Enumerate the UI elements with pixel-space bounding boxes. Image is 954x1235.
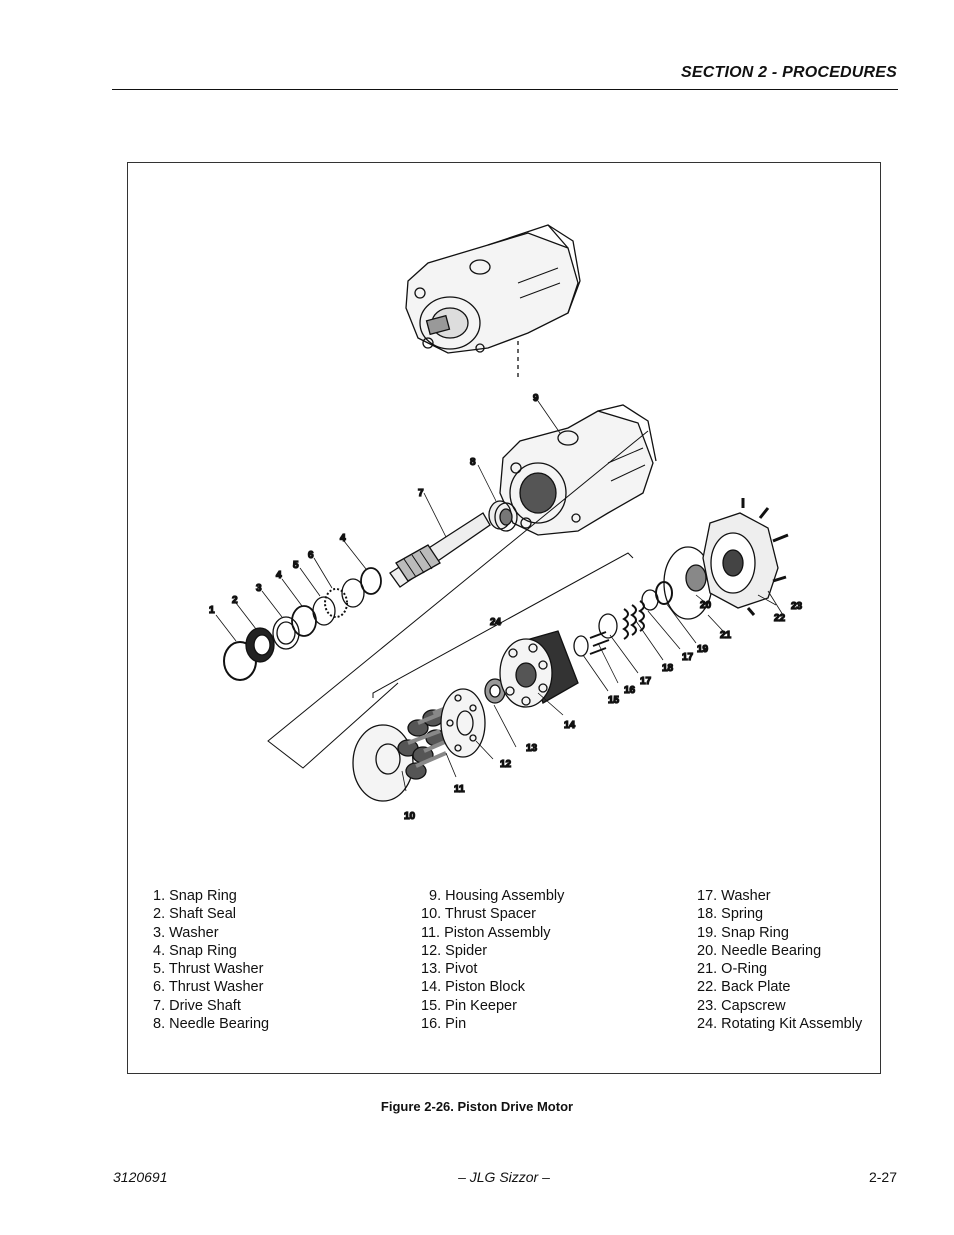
legend-item: 15. Pin Keeper: [421, 997, 517, 1014]
legend-item: 8. Needle Bearing: [153, 1016, 270, 1033]
legend-item: 20. Needle Bearing: [697, 942, 822, 959]
callout-5: 5: [293, 560, 299, 571]
parts-legend-column-1: 1. Snap Ring 2. Shaft Seal 3. Washer 4. …: [153, 887, 269, 1033]
callout-13: 13: [526, 743, 538, 754]
callout-17: 17: [640, 676, 652, 687]
back-plate-illustration: [702, 498, 789, 616]
assembled-motor-illustration: [405, 224, 581, 378]
legend-item: 4. Snap Ring: [153, 942, 237, 959]
rotating-kit-bracket: [372, 552, 634, 698]
legend-item: 13. Pivot: [421, 961, 478, 978]
callout-7: 7: [418, 488, 424, 499]
legend-item: 3. Washer: [153, 924, 219, 941]
callout-19: 19: [697, 644, 709, 655]
legend-item: 24. Rotating Kit Assembly: [697, 1016, 863, 1033]
needle-bearing-illustration: [488, 500, 518, 532]
callout-15: 15: [608, 695, 620, 706]
callout-17b: 17: [682, 652, 694, 663]
piston-block-illustration: [499, 630, 579, 708]
parts-legend-column-2: 9. Housing Assembly 10. Thrust Spacer 11…: [421, 887, 564, 1033]
footer-page-number: 2-27: [868, 1169, 897, 1185]
figure-caption: Figure 2-26. Piston Drive Motor: [380, 1099, 574, 1114]
seal-and-ring-set-illustration: [223, 567, 382, 681]
footer-doc-number: 3120691: [113, 1169, 168, 1185]
legend-item: 23. Capscrew: [697, 997, 786, 1014]
spider-illustration: [440, 688, 486, 758]
legend-item: 17. Washer: [697, 888, 771, 904]
legend-item: 16. Pin: [421, 1016, 467, 1033]
callout-21: 21: [720, 630, 732, 641]
thrust-spacer-illustration: [352, 724, 414, 802]
o-ring-illustration: [663, 546, 713, 620]
exploded-view-drawing: 1 2 3 4 5 6 4 7 8 9 24 10 11 12 13 14 15…: [208, 224, 803, 823]
legend-item: 19. Snap Ring: [697, 924, 789, 941]
legend-item: 9. Housing Assembly: [429, 888, 565, 904]
legend-item: 6. Thrust Washer: [153, 979, 264, 996]
callout-23: 23: [791, 601, 803, 612]
callout-3: 3: [256, 583, 262, 594]
legend-item: 7. Drive Shaft: [153, 997, 241, 1014]
callout-10: 10: [404, 811, 416, 822]
housing-assembly-illustration: [267, 404, 657, 769]
callout-4b: 4: [340, 533, 346, 544]
legend-item: 1. Snap Ring: [153, 888, 237, 904]
callout-14: 14: [564, 720, 576, 731]
callout-9: 9: [533, 393, 539, 404]
section-title: SECTION 2 - PROCEDURES: [681, 64, 897, 81]
callout-8: 8: [470, 457, 476, 468]
legend-item: 21. O-Ring: [697, 961, 768, 978]
legend-item: 12. Spider: [421, 942, 488, 959]
drive-shaft-illustration: [389, 512, 491, 588]
legend-item: 18. Spring: [697, 906, 764, 923]
callout-22: 22: [774, 613, 786, 624]
callout-20: 20: [700, 600, 712, 611]
callout-1: 1: [209, 605, 215, 616]
callout-2: 2: [232, 595, 238, 606]
callout-24: 24: [490, 617, 502, 628]
callout-11: 11: [454, 784, 465, 795]
figure-frame: 1 2 3 4 5 6 4 7 8 9 24 10 11 12 13 14 15…: [127, 162, 881, 1074]
pin-keeper-illustration: [573, 631, 610, 657]
callout-6: 6: [308, 550, 314, 561]
header-rule: [112, 89, 898, 90]
legend-item: 5. Thrust Washer: [153, 961, 264, 978]
legend-item: 10. Thrust Spacer: [421, 906, 536, 923]
callout-18: 18: [662, 663, 674, 674]
callout-16: 16: [624, 685, 636, 696]
footer-publication: – JLG Sizzor –: [458, 1169, 550, 1185]
legend-item: 14. Piston Block: [421, 979, 525, 996]
legend-item: 11. Piston Assembly: [421, 924, 551, 941]
callout-4: 4: [276, 570, 282, 581]
spring-and-washer-illustration: [598, 581, 673, 640]
callout-12: 12: [500, 759, 512, 770]
piston-assembly-illustration: [397, 701, 461, 780]
parts-legend-column-3: 17. Washer 18. Spring 19. Snap Ring 20. …: [697, 887, 862, 1033]
callout-leaders: [215, 400, 784, 792]
legend-item: 2. Shaft Seal: [153, 906, 237, 923]
legend-item: 22. Back Plate: [697, 979, 791, 996]
